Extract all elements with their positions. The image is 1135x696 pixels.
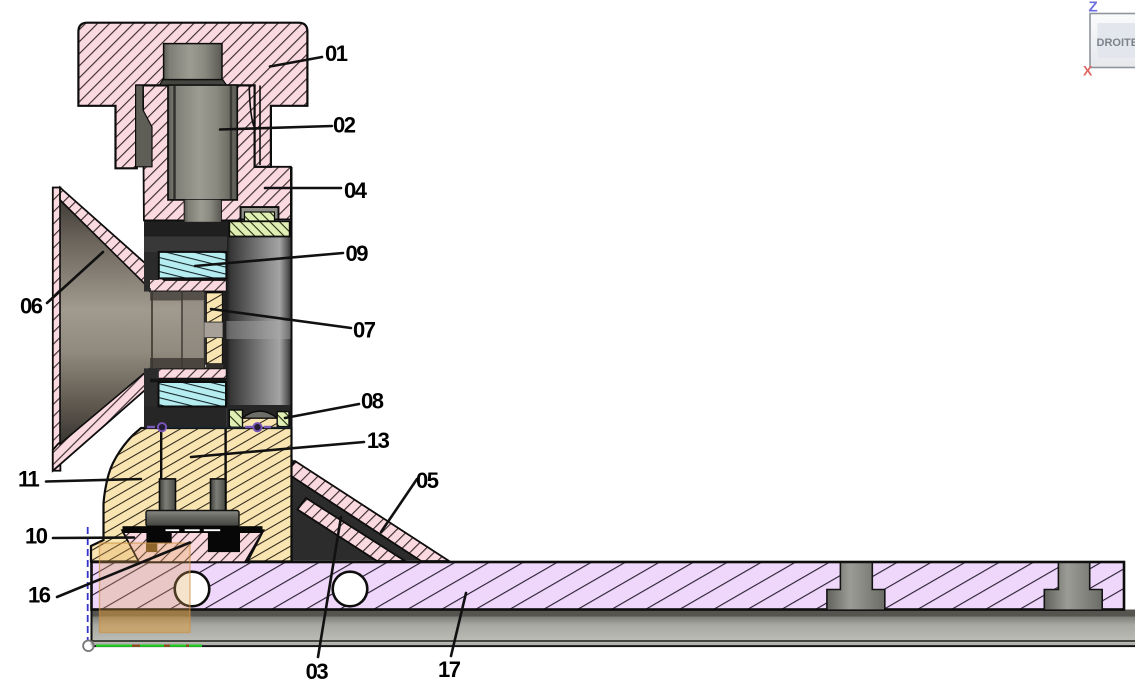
svg-text:08: 08: [361, 389, 384, 414]
svg-text:06: 06: [20, 294, 43, 319]
svg-text:X: X: [1083, 63, 1093, 79]
svg-text:17: 17: [438, 657, 461, 682]
svg-text:04: 04: [344, 178, 368, 203]
svg-text:09: 09: [346, 241, 369, 266]
svg-text:01: 01: [325, 41, 348, 66]
svg-text:16: 16: [28, 583, 51, 608]
svg-text:13: 13: [367, 428, 390, 453]
svg-text:DROITE: DROITE: [1097, 37, 1135, 49]
svg-text:11: 11: [18, 467, 40, 492]
svg-text:03: 03: [306, 659, 329, 684]
svg-text:05: 05: [416, 468, 439, 493]
svg-text:07: 07: [353, 318, 376, 343]
svg-text:02: 02: [333, 113, 356, 138]
svg-text:Z: Z: [1089, 0, 1098, 16]
svg-text:10: 10: [25, 524, 48, 549]
